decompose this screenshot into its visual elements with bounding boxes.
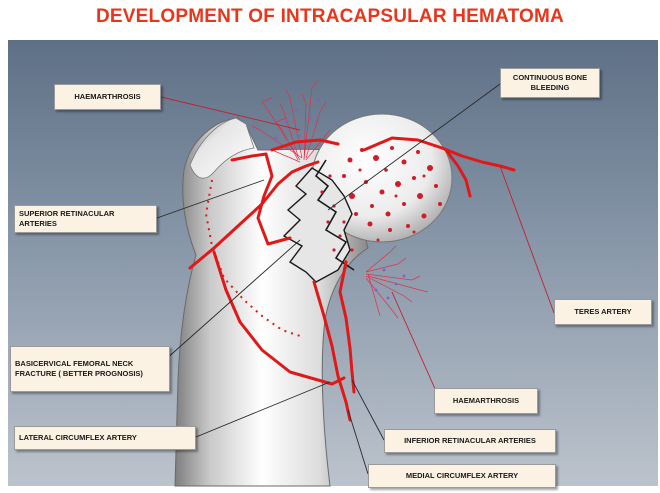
label-basicervical-fracture: BASICERVICAL FEMORAL NECK FRACTURE ( BET… bbox=[10, 346, 170, 392]
diagram-title: DEVELOPMENT OF INTRACAPSULAR HEMATOMA bbox=[0, 6, 660, 28]
label-inferior-retinacular-arteries: INFERIOR RETINACULAR ARTERIES bbox=[384, 429, 556, 453]
label-superior-retinacular-arteries: SUPERIOR RETINACULAR ARTERIES bbox=[14, 205, 157, 233]
label-continuous-bone-bleeding: CONTINUOUS BONE BLEEDING bbox=[500, 68, 600, 98]
label-haemarthrosis-bottom: HAEMARTHROSIS bbox=[434, 388, 538, 414]
label-medial-circumflex-artery: MEDIAL CIRCUMFLEX ARTERY bbox=[368, 464, 556, 488]
label-teres-artery: TERES ARTERY bbox=[554, 299, 652, 325]
label-lateral-circumflex-artery: LATERAL CIRCUMFLEX ARTERY bbox=[14, 426, 196, 450]
label-haemarthrosis-top: HAEMARTHROSIS bbox=[54, 84, 161, 110]
